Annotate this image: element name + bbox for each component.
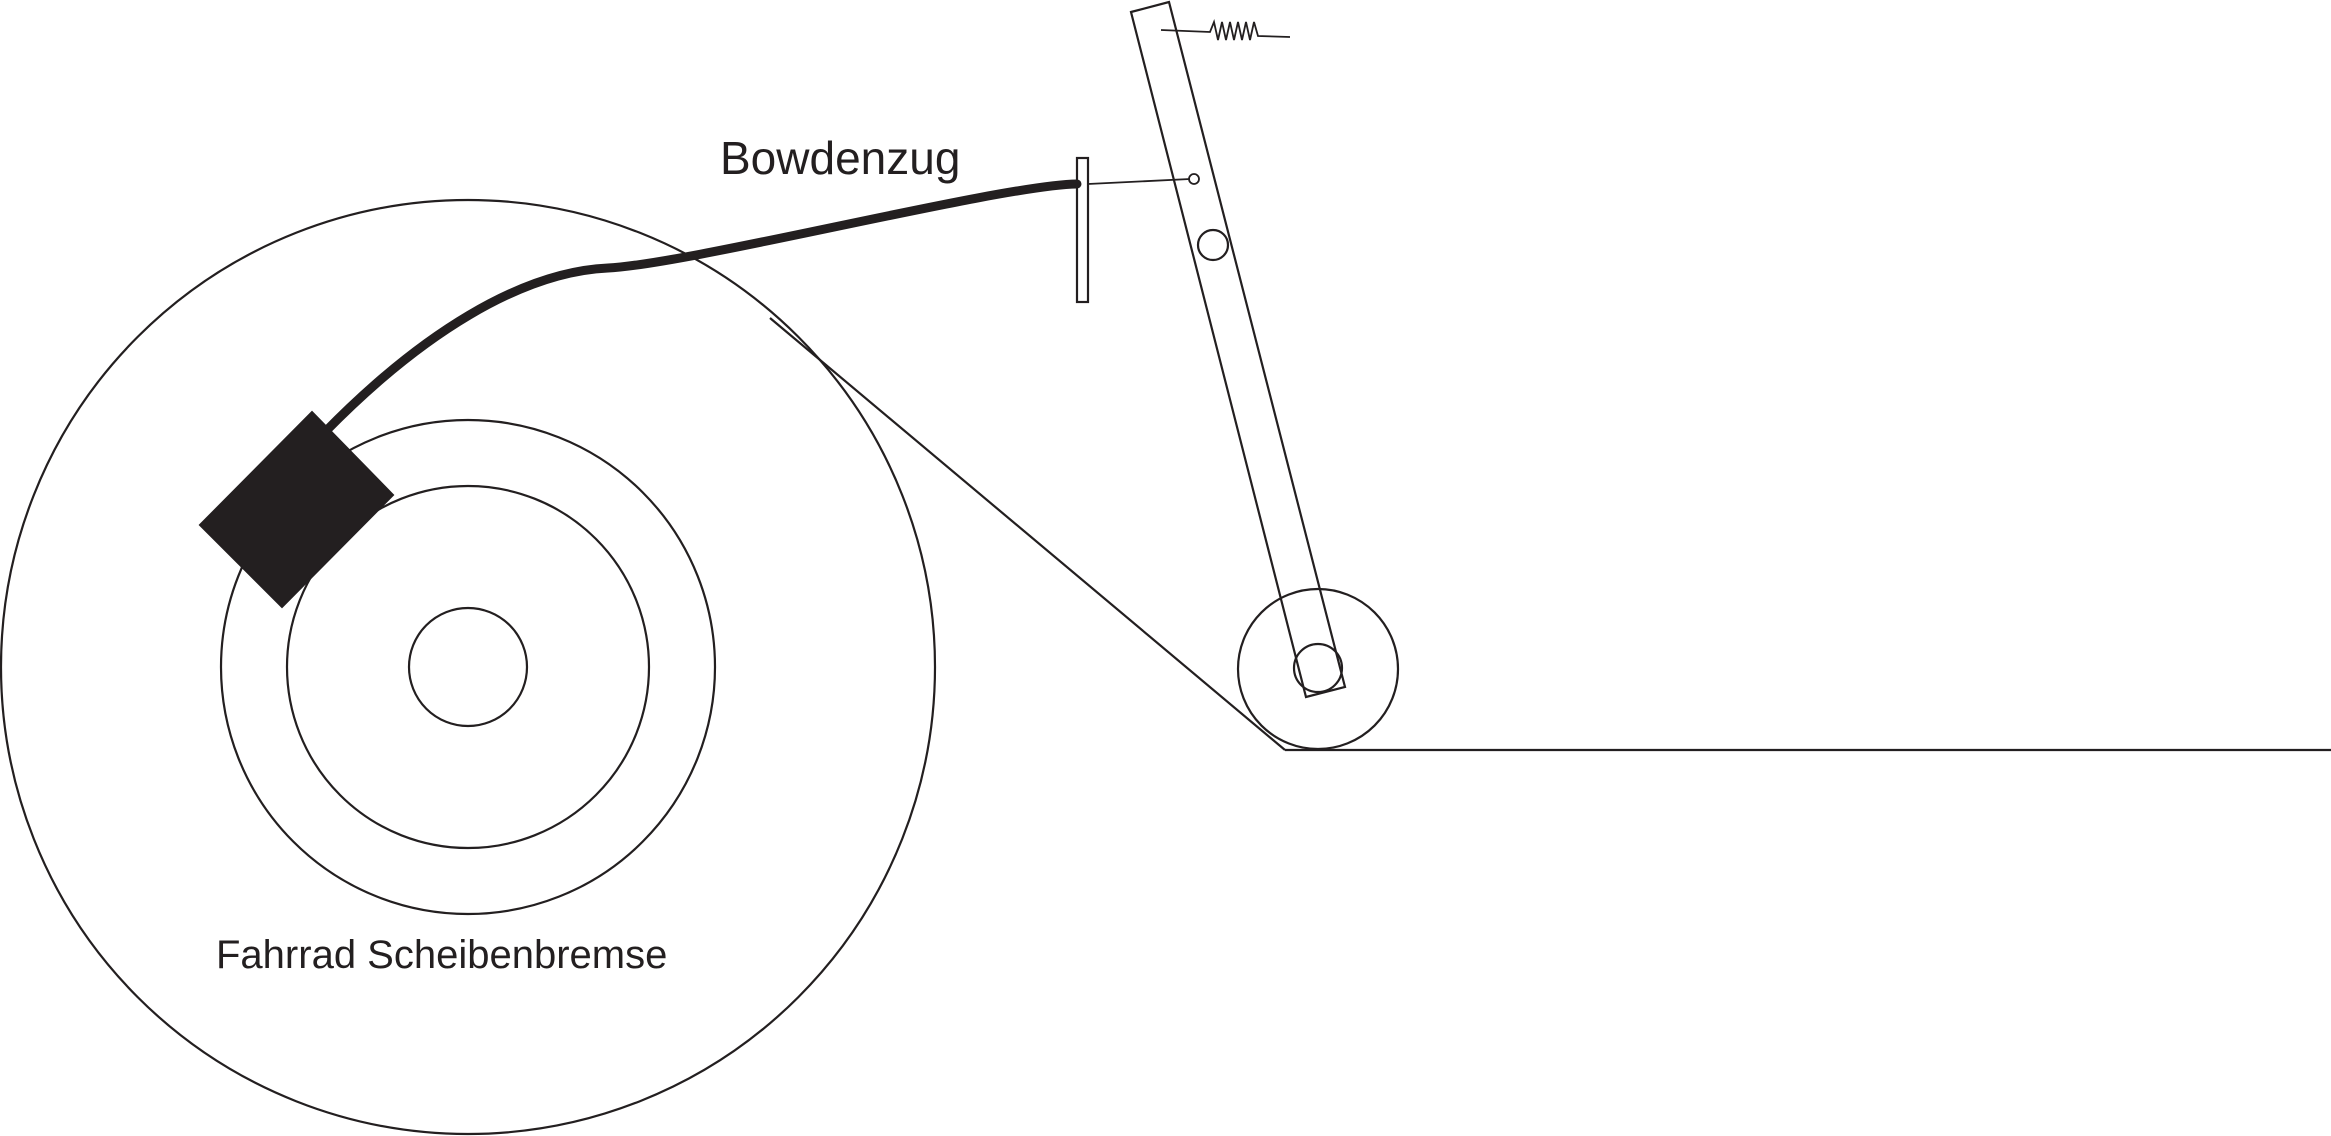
- frame-strut-line: [769, 317, 1286, 751]
- lever-pivot-circle: [1292, 642, 1344, 694]
- label-fahrrad-scheibenbremse: Fahrrad Scheibenbremse: [216, 933, 667, 977]
- brake-caliper: [198, 410, 395, 609]
- return-spring: [1160, 18, 1291, 41]
- bowden-cable-housing: [320, 179, 1082, 437]
- lever-hole-circle: [1196, 228, 1230, 262]
- cable-anchor-point: [1188, 173, 1200, 185]
- brake-disc-outer-ring: [219, 418, 717, 916]
- brake-lever-arm: [1129, 0, 1347, 699]
- brake-disc-inner-ring: [285, 484, 651, 850]
- wheel-outer-circle: [0, 199, 936, 1135]
- label-bowdenzug: Bowdenzug: [720, 132, 960, 184]
- cable-stop-plate: [1075, 156, 1090, 304]
- wheel-hub-circle: [407, 606, 529, 728]
- inner-cable-wire: [1087, 178, 1191, 185]
- pedal-pivot-circle: [1236, 587, 1400, 751]
